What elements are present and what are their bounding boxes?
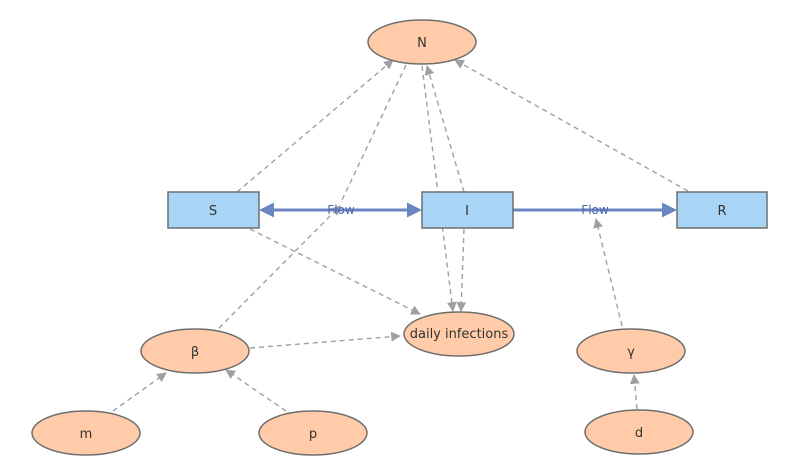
link-beta-to-n	[218, 205, 341, 329]
flow-i-r-label: Flow	[581, 203, 609, 217]
aux-p-label: p	[309, 427, 317, 442]
stock-s[interactable]: S	[167, 191, 260, 229]
aux-m[interactable]: m	[31, 410, 141, 456]
aux-m-label: m	[80, 427, 93, 442]
aux-d-label: d	[635, 426, 643, 441]
link-p-to-beta	[225, 369, 287, 412]
aux-beta[interactable]: β	[140, 328, 250, 374]
link-s-to-n	[236, 59, 394, 193]
link-gamma-to-flow	[593, 218, 623, 327]
link-beta-to-daily-infections	[249, 331, 401, 349]
link-s-to-daily-infections	[249, 228, 421, 315]
stocks: S I R	[167, 191, 768, 229]
aux-gamma-label: γ	[627, 345, 635, 360]
material-flows: Flow Flow	[259, 202, 677, 218]
information-links	[112, 59, 689, 412]
link-n-to-beta	[341, 64, 407, 201]
stock-r[interactable]: R	[676, 191, 768, 229]
link-i-to-n	[424, 65, 465, 193]
aux-gamma[interactable]: γ	[576, 328, 686, 374]
aux-beta-label: β	[191, 345, 199, 360]
aux-n[interactable]: N	[367, 19, 477, 65]
link-m-to-beta	[112, 372, 167, 412]
stock-r-label: R	[717, 204, 726, 219]
aux-n-label: N	[417, 36, 427, 51]
aux-daily-infections[interactable]: daily infections	[403, 311, 515, 357]
flow-s-i-label: Flow	[327, 203, 355, 217]
auxiliaries: N β daily infections γ m p d	[31, 19, 694, 456]
stock-i-label: I	[465, 204, 469, 219]
link-d-to-gamma	[629, 374, 640, 410]
stock-i[interactable]: I	[421, 191, 514, 229]
aux-daily-infections-label: daily infections	[410, 327, 509, 342]
stock-s-label: S	[209, 204, 217, 219]
link-i-to-daily-infections	[456, 228, 467, 312]
link-r-to-n	[454, 59, 689, 192]
aux-p[interactable]: p	[258, 410, 368, 456]
aux-d[interactable]: d	[584, 409, 694, 455]
